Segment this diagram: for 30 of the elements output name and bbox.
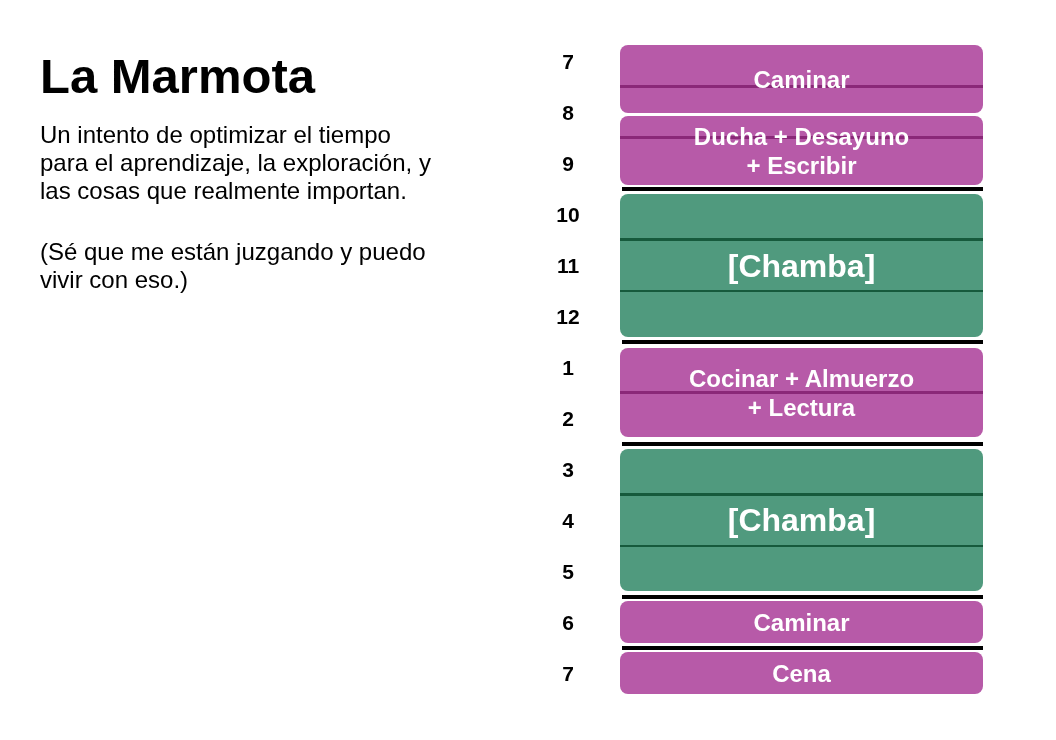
activity-label: Ducha + Desayuno + Escribir (692, 121, 911, 180)
hour-label: 11 (555, 253, 581, 278)
activity-label: [Chamba] (727, 501, 876, 539)
description-text: Un intento de optimizar el tiempo para el aprendizaje, la exploración, y las cosas que realmente importan. (40, 121, 432, 205)
activity-block (620, 449, 983, 591)
activity-block (620, 348, 983, 437)
hour-label: 5 (561, 559, 575, 584)
activity-block (620, 601, 983, 643)
activity-label: Caminar (753, 607, 850, 637)
title: La Marmota (40, 48, 315, 105)
hour-label: 7 (561, 661, 575, 686)
activity-label: [Chamba] (727, 246, 876, 285)
hour-label: 4 (561, 508, 575, 533)
hour-label: 12 (555, 304, 581, 329)
hour-label: 10 (555, 202, 581, 227)
activity-label: Cocinar + Almuerzo + Lectura (687, 363, 916, 422)
hour-label: 3 (561, 457, 575, 482)
activity-label: Cena (772, 658, 831, 688)
activity-label: Caminar (753, 64, 850, 94)
hour-label: 7 (561, 49, 575, 74)
activity-block (620, 652, 983, 694)
hour-label: 6 (561, 610, 575, 635)
hour-label: 9 (561, 151, 575, 176)
activity-block (620, 194, 983, 337)
hour-label: 8 (561, 100, 575, 125)
hour-label: 1 (561, 355, 575, 380)
activity-block (620, 45, 983, 113)
hour-label: 2 (561, 406, 575, 431)
note-text: (Sé que me están juzgando y puedo vivir con eso.) (40, 238, 427, 294)
activity-block (620, 116, 983, 185)
